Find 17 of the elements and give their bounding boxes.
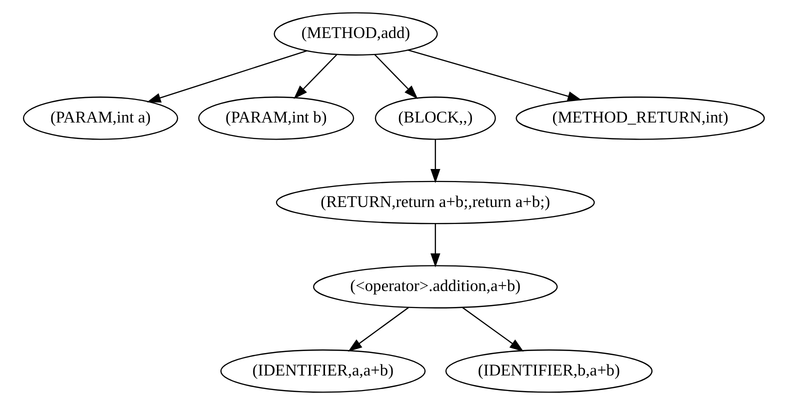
node-ellipse: (<operator>.addition,a+b) xyxy=(312,265,558,308)
arrow xyxy=(407,50,582,102)
arrow xyxy=(430,224,440,268)
arrow xyxy=(348,306,409,352)
arrow xyxy=(146,50,307,103)
node-ellipse: (BLOCK,,) xyxy=(374,96,496,140)
arrow xyxy=(293,54,337,100)
node-ellipse: (RETURN,return a+b;,return a+b;) xyxy=(275,180,594,224)
node-ellipse: (PARAM,int b) xyxy=(198,96,354,140)
node-ellipse: (METHOD_RETURN,int) xyxy=(515,96,764,140)
arrow xyxy=(430,140,440,184)
node-ellipse: (METHOD,add) xyxy=(273,12,438,56)
node-ellipse: (IDENTIFIER,a,a+b) xyxy=(220,349,426,393)
node-ellipse: (PARAM,int a) xyxy=(22,96,178,140)
arrow xyxy=(374,54,418,100)
node-ellipse: (IDENTIFIER,b,a+b) xyxy=(444,349,652,393)
arrow xyxy=(461,306,524,352)
